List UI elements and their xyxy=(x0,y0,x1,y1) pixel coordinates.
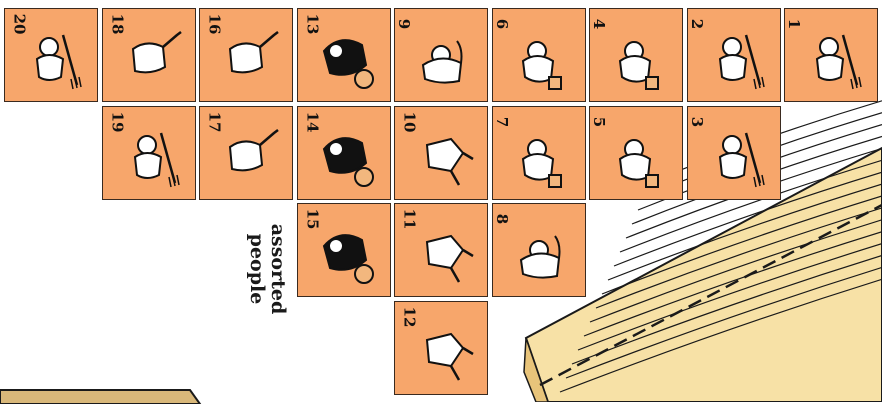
pitchfork-figure-icon xyxy=(700,21,772,93)
pitchfork-figure-icon xyxy=(17,21,89,93)
counter-15[interactable]: 15 xyxy=(297,203,391,297)
counter-14[interactable]: 14 xyxy=(297,106,391,200)
carrying-bucket-figure-icon xyxy=(602,21,674,93)
caption-line-1: assorted xyxy=(267,214,288,324)
counter-2[interactable]: 2 xyxy=(687,8,781,102)
caption-assorted-people: assorted people xyxy=(218,214,298,324)
counter-7[interactable]: 7 xyxy=(492,106,586,200)
running-figure-icon xyxy=(407,314,479,386)
counter-4[interactable]: 4 xyxy=(589,8,683,102)
counter-5[interactable]: 5 xyxy=(589,106,683,200)
counter-1[interactable]: 1 xyxy=(784,8,878,102)
pitchfork-figure-icon xyxy=(797,21,869,93)
bottom-board-edge xyxy=(0,384,220,404)
reaching-figure-icon xyxy=(505,216,577,288)
counter-17[interactable]: 17 xyxy=(199,106,293,200)
crouching-dark-figure-icon xyxy=(310,119,382,191)
counter-11[interactable]: 11 xyxy=(394,203,488,297)
reaching-figure-icon xyxy=(407,21,479,93)
counter-9[interactable]: 9 xyxy=(394,8,488,102)
running-figure-icon xyxy=(407,216,479,288)
running-figure-icon xyxy=(407,119,479,191)
counter-3[interactable]: 3 xyxy=(687,106,781,200)
counter-6[interactable]: 6 xyxy=(492,8,586,102)
crouching-dark-figure-icon xyxy=(310,21,382,93)
counter-18[interactable]: 18 xyxy=(102,8,196,102)
pitchfork-figure-icon xyxy=(115,119,187,191)
counter-12[interactable]: 12 xyxy=(394,301,488,395)
counter-19[interactable]: 19 xyxy=(102,106,196,200)
counter-16[interactable]: 16 xyxy=(199,8,293,102)
carrying-bucket-figure-icon xyxy=(602,119,674,191)
fighter-figure-icon xyxy=(115,21,187,93)
counter-10[interactable]: 10 xyxy=(394,106,488,200)
fighter-figure-icon xyxy=(212,119,284,191)
carrying-bucket-figure-icon xyxy=(505,21,577,93)
counter-8[interactable]: 8 xyxy=(492,203,586,297)
pitchfork-figure-icon xyxy=(700,119,772,191)
fighter-figure-icon xyxy=(212,21,284,93)
counter-20[interactable]: 20 xyxy=(4,8,98,102)
caption-line-2: people xyxy=(246,214,267,324)
counter-13[interactable]: 13 xyxy=(297,8,391,102)
crouching-dark-figure-icon xyxy=(310,216,382,288)
carrying-bucket-figure-icon xyxy=(505,119,577,191)
